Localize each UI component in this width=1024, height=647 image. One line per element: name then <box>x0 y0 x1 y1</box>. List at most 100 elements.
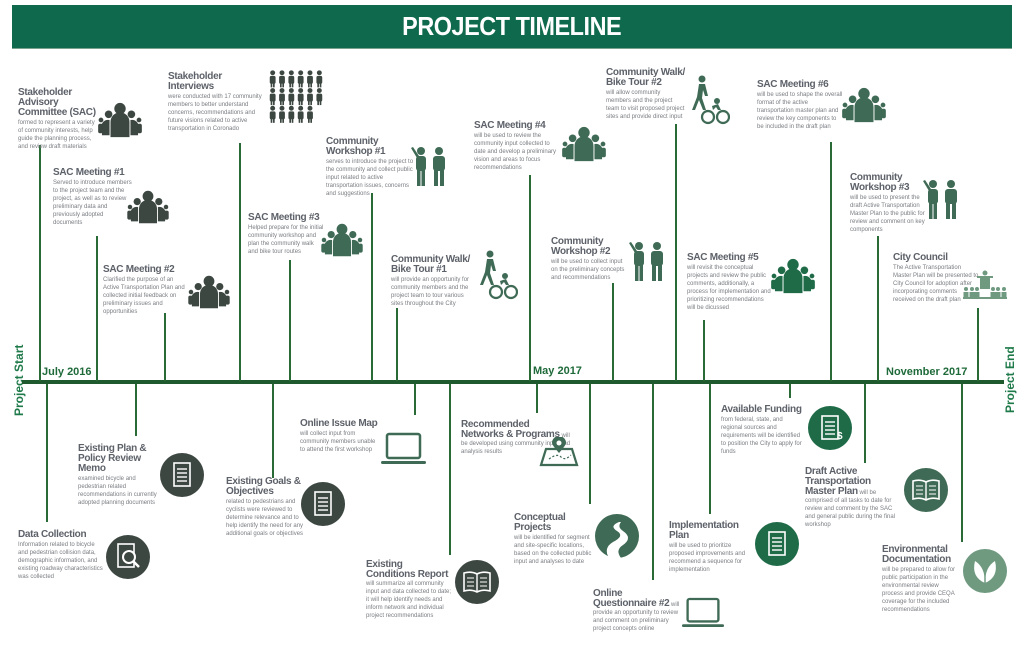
book-icon <box>904 468 948 512</box>
council-icon <box>963 270 1007 300</box>
event-online-questionnaire-2: Online Questionnaire #2 will provide an … <box>593 589 681 633</box>
event-sac-meeting-1: SAC Meeting #1 Served to introduce member… <box>53 168 133 227</box>
group-icon <box>126 189 170 225</box>
event-body: Helped prepare for the initial community… <box>248 225 324 255</box>
date-label: July 2016 <box>42 366 92 378</box>
document-icon <box>755 522 799 566</box>
event-body: examined bicycle and pedestrian related … <box>78 476 157 506</box>
event-body: Information related to bicycle and pedes… <box>18 542 103 580</box>
event-stem <box>272 384 274 478</box>
event-stem <box>414 384 416 415</box>
page-title: PROJECT TIMELINE <box>402 11 622 41</box>
event-title: Available Funding <box>721 404 802 415</box>
event-body: will provide an opportunity for communit… <box>391 277 470 307</box>
event-stem <box>589 384 591 504</box>
event-stem <box>830 142 832 381</box>
group-icon <box>97 101 143 139</box>
group-icon <box>187 274 231 310</box>
event-title: Environmental Documentation <box>882 544 951 565</box>
crowd-icon <box>268 70 324 126</box>
event-stem <box>396 308 398 381</box>
event-body: will be comprised of all tasks to date f… <box>805 490 896 528</box>
laptop-icon <box>381 432 426 466</box>
event-body: Clarified the purpose of an Active Trans… <box>103 277 185 315</box>
event-title: Conceptual Projects <box>514 512 566 533</box>
event-title: Existing Plan & Policy Review Memo <box>78 443 147 474</box>
event-existing-conditions-report: Existing Conditions Report will summariz… <box>366 560 452 620</box>
svg-text:$: $ <box>837 431 843 442</box>
group-icon <box>561 125 607 163</box>
event-title: Stakeholder Advisory Committee (SAC) <box>18 87 96 118</box>
document-icon <box>160 453 204 497</box>
event-body: will be developed using community input … <box>461 433 571 455</box>
date-label: November 2017 <box>886 366 968 378</box>
event-body: will provide an opportunity to review an… <box>593 602 680 632</box>
event-stem <box>675 124 677 381</box>
date-label: May 2017 <box>533 365 582 377</box>
event-title: Community Workshop #3 <box>850 172 910 193</box>
event-stem <box>536 384 538 413</box>
event-title: Community Walk/ Bike Tour #1 <box>391 254 471 275</box>
event-title: SAC Meeting #6 <box>757 79 829 90</box>
event-stem <box>529 175 531 381</box>
project-end-label: Project End <box>1003 346 1017 413</box>
event-title: Community Workshop #1 <box>326 136 386 157</box>
event-body: will be used to collect input on the pre… <box>551 259 625 281</box>
group-icon <box>320 222 364 258</box>
laptop-icon <box>682 596 724 630</box>
event-stem <box>449 384 451 555</box>
event-stem <box>612 283 614 381</box>
event-sac-formed: Stakeholder Advisory Committee (SAC)form… <box>18 88 100 151</box>
event-title: Community Workshop #2 <box>551 236 611 257</box>
event-stem <box>977 308 979 381</box>
event-title: Implementation Plan <box>669 520 739 541</box>
event-title: Stakeholder Interviews <box>168 71 222 92</box>
workshop-icon <box>410 145 450 187</box>
event-title: Existing Conditions Report <box>366 559 449 580</box>
event-body: will allow community members and the pro… <box>606 90 685 120</box>
event-stem <box>371 193 373 381</box>
workshop-icon <box>921 178 963 220</box>
document-icon <box>301 482 345 526</box>
event-title: SAC Meeting #1 <box>53 167 125 178</box>
event-stem <box>864 384 866 463</box>
event-stem <box>135 384 137 436</box>
search-document-icon <box>106 535 150 579</box>
event-title: City Council <box>893 252 948 263</box>
event-body: were conducted with 17 community members… <box>168 94 262 132</box>
event-stem <box>709 384 711 514</box>
event-stem <box>877 236 879 381</box>
event-body: will be used to prioritize proposed impr… <box>669 543 746 573</box>
path-icon <box>595 514 639 558</box>
event-title: Draft Active Transportation Master Plan <box>805 466 871 497</box>
walk-bike-icon <box>478 250 518 300</box>
event-body: will collect input from community member… <box>300 431 376 453</box>
event-body: will summarize all community input and d… <box>366 581 452 619</box>
book-icon <box>455 560 499 604</box>
title-banner: PROJECT TIMELINE <box>12 5 1012 49</box>
event-body: Served to introduce members to the proje… <box>53 180 132 226</box>
leaf-icon <box>963 549 1007 593</box>
event-stem <box>164 313 166 381</box>
event-title: SAC Meeting #4 <box>474 120 546 131</box>
event-stem <box>652 384 654 580</box>
group-icon <box>841 86 887 124</box>
timeline-axis <box>22 380 1004 384</box>
event-stem <box>39 145 41 381</box>
event-title: SAC Meeting #3 <box>248 212 320 223</box>
event-stem <box>789 384 791 398</box>
map-pin-icon <box>537 437 581 467</box>
event-title: SAC Meeting #5 <box>687 252 759 263</box>
